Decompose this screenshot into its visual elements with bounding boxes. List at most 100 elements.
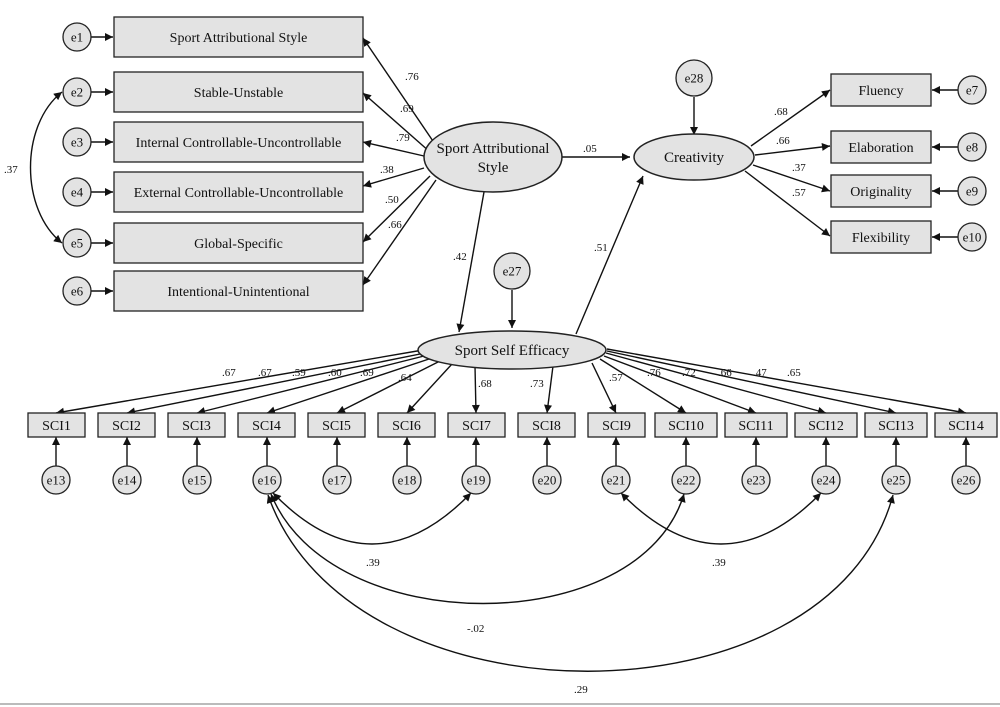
latent-ellipse [633,133,755,181]
path-sse-sci7 [471,365,480,414]
creativity-indicator-3: Originality e9 [830,174,987,208]
coef-sas-ind1: .76 [405,71,419,83]
indicator-box [113,121,364,163]
sci-indicator-1: SCI1 e13 [27,412,86,495]
error-circle [461,465,491,495]
error-label: e20 [538,473,557,488]
error-label: e9 [966,184,978,199]
sci-indicator-13: SCI13 e25 [864,412,928,495]
error-label: e21 [607,473,626,488]
error-label: e23 [747,473,766,488]
sas-indicator-6: Intentional-Unintentional e6 [62,270,364,312]
latent-ellipse [423,121,563,193]
sci-indicator-11: SCI11 e23 [724,412,788,495]
disturbance-circle [493,252,531,290]
error-circle [112,465,142,495]
cov-e16-e22 [270,493,686,605]
coef-cov-e2-e5: .37 [4,164,18,176]
indicator-label: Global-Specific [194,237,283,252]
path-sas-ind6 [362,179,437,286]
indicator-box [307,412,366,438]
cov-e16-e19 [272,492,472,545]
path-sas-ind3 [362,139,425,157]
indicator-box [27,412,86,438]
error-label: e14 [118,473,137,488]
path-creat-ind1 [750,89,831,147]
error-label: e26 [957,473,976,488]
error-circle [951,465,981,495]
indicator-box [167,412,226,438]
sci-indicator-2: SCI2 e14 [97,412,156,495]
path-sse-sci1 [55,349,424,416]
path-creat-ind4 [744,170,831,237]
sse-indicators: SCI1 e13 SCI2 e14 SCI3 e15 SCI4 e16 SCI5… [27,412,998,495]
indicator-label: SCI6 [392,419,421,434]
edges [29,33,970,672]
sci-indicator-5: SCI5 e17 [307,412,366,495]
coef-sse-sci8: .73 [530,378,544,390]
coef-sse-sci6: .64 [398,372,412,384]
coef-sse-sci14: .65 [787,367,801,379]
sci-indicator-8: SCI8 e20 [517,412,576,495]
coef-sse-sci5: .69 [360,367,374,379]
latent-label-line1: Sport Attributional [437,141,550,157]
indicator-label: SCI1 [42,419,71,434]
error-circle [881,465,911,495]
indicator-label: Internal Controllable-Uncontrollable [136,136,342,151]
sas-indicator-4: External Controllable-Uncontrollable e4 [62,171,364,213]
coef-cov-e16-e19: .39 [366,557,380,569]
path-sas-ind2 [362,92,431,153]
path-sse-sci3 [196,354,429,415]
path-sse-sci14 [606,348,967,416]
error-circle [957,75,987,105]
latent-ellipse [417,330,607,370]
indicator-label: SCI11 [738,419,773,434]
error-label: e7 [966,83,979,98]
error-circle [957,176,987,206]
indicator-label: SCI4 [252,419,281,434]
indicator-label: Originality [850,185,911,200]
sas-indicator-1: Sport Attributional Style e1 [62,16,364,58]
creativity-indicator-1: Fluency e7 [830,73,987,107]
error-label: e16 [258,473,277,488]
error-label: e15 [188,473,207,488]
indicator-label: Fluency [858,84,903,99]
indicator-label: Intentional-Unintentional [167,285,309,300]
error-label: e13 [47,473,66,488]
error-label: e24 [817,473,836,488]
error-label: e5 [71,236,83,251]
latent-label: Sport Self Efficacy [455,343,570,359]
creativity-indicators: Fluency e7 Elaboration e8 Originality e9… [830,73,987,254]
indicator-label: SCI13 [878,419,914,434]
path-sas-ind4 [362,167,425,188]
coef-creat-ind3: .37 [792,162,806,174]
indicator-box [237,412,296,438]
path-sse-sci10 [599,358,687,414]
path-sse-sci11 [603,355,757,414]
sas-indicator-3: Internal Controllable-Uncontrollable e3 [62,121,364,163]
indicator-label: SCI10 [668,419,704,434]
error-label: e3 [71,135,83,150]
path-sse-sci9 [591,362,617,414]
indicator-box [830,174,932,208]
error-circle [532,465,562,495]
indicator-label: SCI12 [808,419,844,434]
indicator-label: SCI7 [462,419,491,434]
sci-indicator-9: SCI9 e21 [587,412,646,495]
path-sse-sci6 [406,363,453,414]
error-label: e18 [398,473,417,488]
error-circle [62,77,92,107]
indicator-box [830,73,932,107]
error-label: e6 [71,284,84,299]
coef-creat-ind4: .57 [792,187,806,199]
sci-indicator-12: SCI12 e24 [794,412,858,495]
indicator-box [113,270,364,312]
coef-sas-ind3: .79 [396,132,410,144]
path-sse-sci2 [126,352,426,416]
sci-indicator-6: SCI6 e18 [377,412,436,495]
disturbance-label: e27 [503,264,522,279]
error-label: e25 [887,473,906,488]
error-label: e10 [963,230,982,245]
indicator-label: SCI5 [322,419,351,434]
coef-sse-sci1: .67 [222,367,236,379]
